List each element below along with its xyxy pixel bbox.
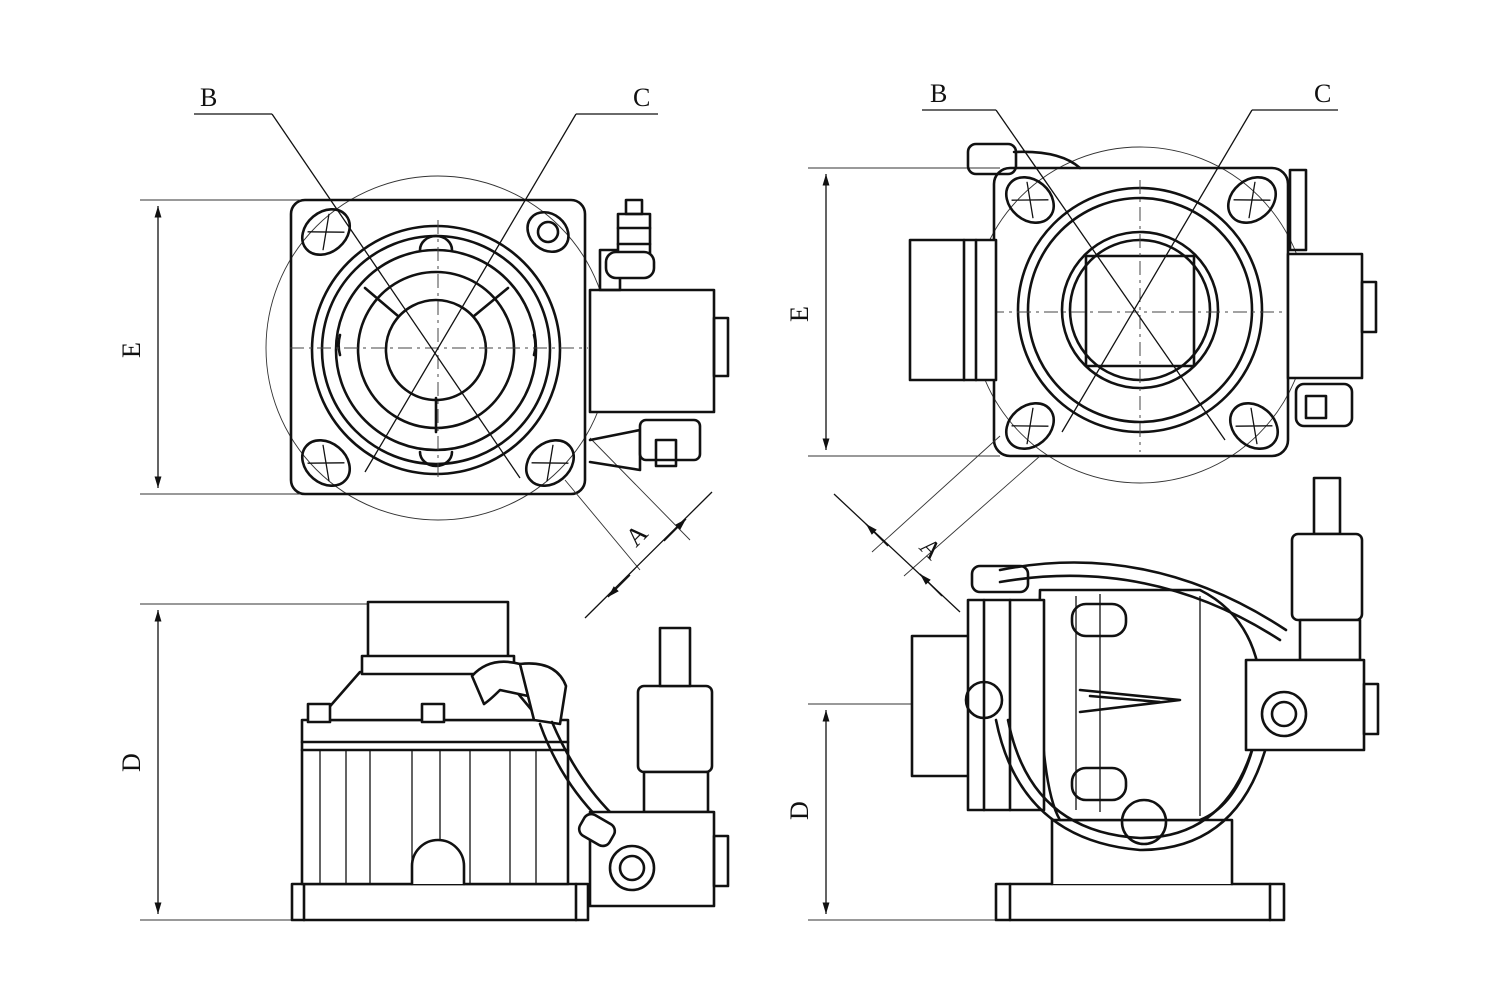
left-block-bottom-right [910, 634, 972, 778]
label-a-right: A [914, 532, 948, 566]
label-c-right: C [1314, 79, 1331, 108]
base-flange-right [994, 882, 1286, 922]
left-block-right [908, 238, 998, 382]
label-b-right: B [930, 79, 947, 108]
base-flange [290, 882, 590, 922]
bottom-right-view: D [785, 476, 1380, 922]
label-d-right: D [785, 801, 814, 820]
fitting-top [604, 198, 656, 280]
solenoid-coil-right [1290, 532, 1364, 622]
label-e: E [117, 342, 146, 358]
bolt-holes [300, 208, 576, 487]
fitting-bottom [588, 418, 702, 472]
right-block-right [1286, 252, 1364, 380]
label-c: C [633, 83, 650, 112]
top-left-view: B C E A [117, 83, 730, 619]
solenoid-block [588, 288, 716, 414]
bottom-left-view: D [117, 600, 730, 922]
top-port [366, 600, 510, 660]
outer-ring [310, 224, 562, 476]
label-a: A [620, 518, 654, 552]
inner-rotor [356, 270, 516, 430]
label-e-right: E [785, 306, 814, 322]
solenoid-coil [636, 684, 714, 774]
top-right-view: B C E A [785, 79, 1378, 613]
label-d: D [117, 753, 146, 772]
bolt-holes-right [1004, 176, 1280, 450]
flange [289, 198, 587, 496]
label-b: B [200, 83, 217, 112]
